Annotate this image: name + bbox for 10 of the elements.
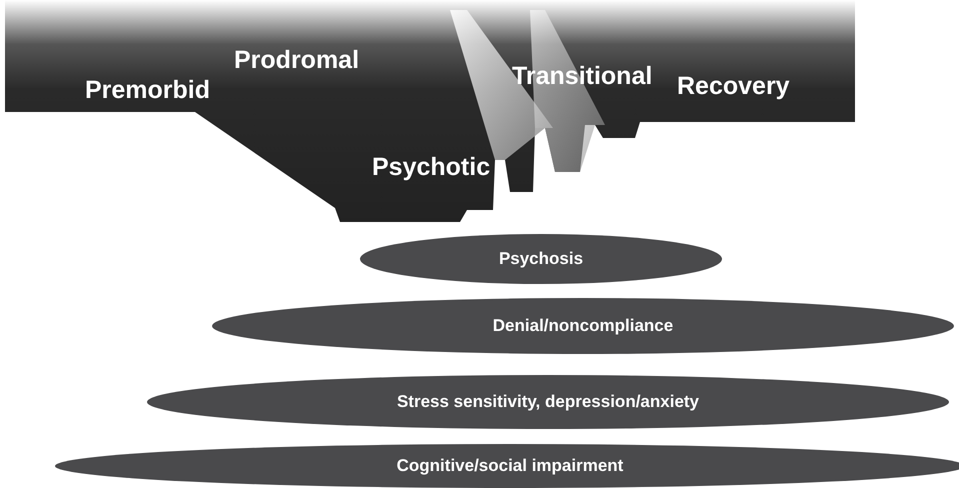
band-label: Denial/noncompliance — [492, 316, 674, 336]
stage-label: Premorbid — [85, 78, 210, 103]
band-label: Psychosis — [498, 249, 584, 269]
band-label: Stress sensitivity, depression/anxiety — [396, 392, 700, 412]
stage-label: Psychotic — [372, 155, 490, 180]
band-label: Cognitive/social impairment — [396, 456, 624, 476]
stage-label: Prodromal — [234, 48, 360, 73]
stage-label: Transitional — [512, 64, 652, 89]
stage-label: Recovery — [677, 74, 790, 99]
oval-band — [55, 444, 959, 488]
